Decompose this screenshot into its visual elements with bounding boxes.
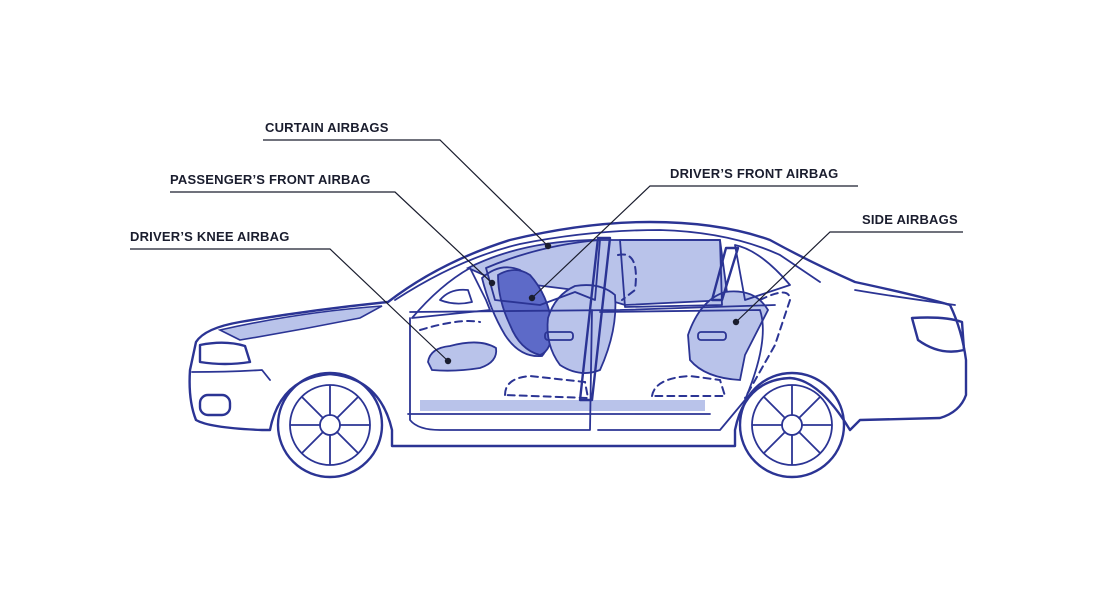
driver-knee-airbag-shape	[427, 341, 498, 372]
passenger-front-dot	[488, 279, 496, 287]
front-bumper-line	[191, 369, 271, 381]
side-dot	[732, 318, 740, 326]
roof-line	[394, 229, 821, 301]
dashboard-dashed	[419, 320, 481, 331]
rear-door-handle	[697, 331, 727, 341]
rear-seatback-dashed	[744, 291, 792, 399]
rear-side-airbag-shape	[687, 290, 770, 381]
front-seat-dashed	[503, 374, 590, 400]
front-wheel	[276, 371, 384, 479]
driver-knee-dot	[444, 357, 452, 365]
curtain-dot	[544, 242, 552, 250]
c-pillar	[710, 246, 740, 302]
driver-front-leader	[531, 185, 858, 299]
front-seatback-dashed	[617, 253, 637, 301]
rear-door-outline	[597, 309, 764, 431]
front-door-handle	[544, 331, 574, 341]
rear-seat-dashed	[650, 374, 727, 397]
rear-door-window	[619, 239, 723, 308]
rear-wheel	[738, 371, 846, 479]
passenger-front-airbag-label: PASSENGER’S FRONT AIRBAG	[170, 172, 371, 187]
side-airbags-label: SIDE AIRBAGS	[862, 212, 958, 227]
driver-knee-airbag-label: DRIVER’S KNEE AIRBAG	[130, 229, 290, 244]
belt-line	[409, 304, 776, 313]
curtain-leader	[263, 139, 549, 247]
side-mirror	[439, 288, 473, 305]
b-pillar	[578, 236, 612, 402]
side-leader	[735, 231, 963, 323]
hood-highlight	[217, 305, 383, 341]
fog-light	[198, 393, 232, 417]
rear-quarter-window	[734, 244, 791, 301]
driver-knee-leader	[130, 248, 449, 362]
curtain-airbags-label: CURTAIN AIRBAGS	[265, 120, 389, 135]
headlight	[198, 341, 252, 366]
front-door-window	[485, 239, 601, 306]
door-sill-strip	[420, 400, 705, 411]
front-door-outline	[409, 309, 593, 431]
trunk-line	[854, 289, 956, 306]
tail-light	[910, 316, 966, 353]
front-window	[411, 267, 491, 319]
passenger-front-leader	[170, 191, 493, 284]
driver-front-airbag-label: DRIVER’S FRONT AIRBAG	[670, 166, 838, 181]
driver-front-dot	[528, 294, 536, 302]
